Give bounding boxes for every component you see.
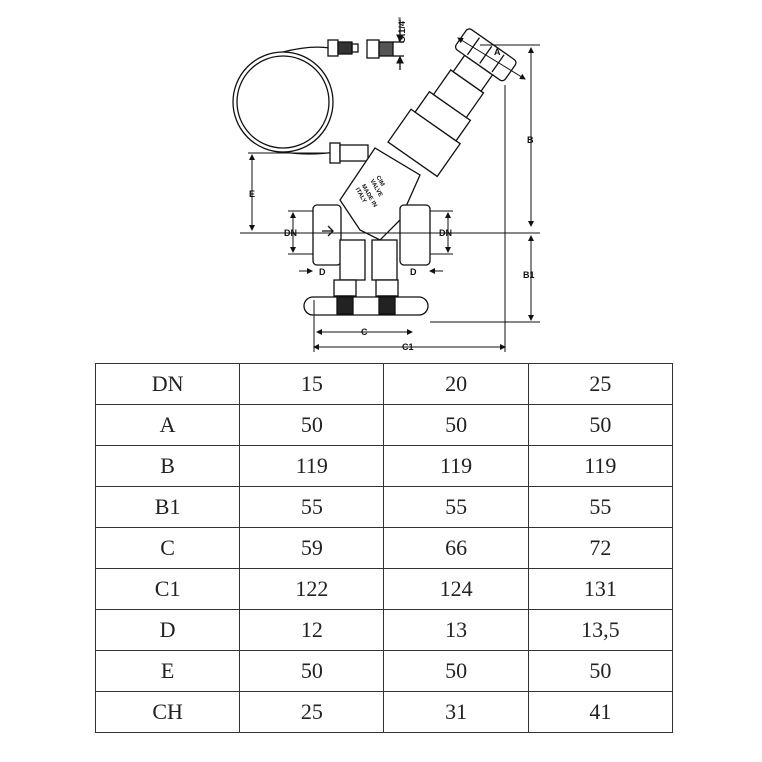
table-cell: 124 (383, 568, 529, 610)
row-label: C1 (94, 568, 241, 610)
table-cell: 13 (383, 609, 529, 651)
table-cell: 66 (383, 527, 529, 569)
table-cell: 119 (239, 445, 385, 487)
table-cell: 50 (239, 650, 385, 692)
row-label: E (94, 650, 241, 692)
table-cell: 50 (383, 650, 529, 692)
capillary-coil (232, 46, 336, 155)
sensor-port (329, 142, 369, 164)
row-label: D (94, 609, 241, 651)
dim-b-label: B (527, 135, 534, 145)
test-point-fittings (327, 20, 404, 70)
dim-dn-left-label: DN (284, 228, 297, 238)
dim-b1-label: B1 (523, 270, 535, 280)
table-cell: 131 (527, 568, 674, 610)
table-cell: 50 (383, 404, 529, 446)
table-cell: 15 (239, 363, 385, 405)
dimension-lines (240, 37, 540, 352)
dim-c1-label: C1 (402, 342, 414, 352)
table-cell: 72 (527, 527, 674, 569)
table-cell: 119 (527, 445, 674, 487)
table-cell: 12 (239, 609, 385, 651)
table-cell: 50 (527, 650, 674, 692)
table-cell: 41 (527, 691, 674, 733)
table-cell: 50 (527, 404, 674, 446)
table-cell: 13,5 (527, 609, 674, 651)
row-label: A (94, 404, 241, 446)
dim-d-left-label: D (319, 267, 326, 277)
table-cell: 55 (383, 486, 529, 528)
dim-a-label: A (494, 47, 501, 57)
valve-technical-drawing: G.1/4" A B B1 C C1 E DN DN D D CIM VALVE… (232, 17, 540, 352)
table-cell: 59 (239, 527, 385, 569)
thread-size-label: G.1/4" (397, 17, 407, 43)
dim-c-label: C (361, 327, 368, 337)
dim-d-right-label: D (410, 267, 417, 277)
row-label: DN (94, 363, 241, 405)
marking-brand: CIM (374, 175, 385, 188)
table-cell: 25 (239, 691, 385, 733)
dim-e-label: E (249, 189, 255, 199)
table-cell: 122 (239, 568, 385, 610)
row-label: B (94, 445, 241, 487)
table-cell: 50 (239, 404, 385, 446)
dim-dn-right-label: DN (439, 228, 452, 238)
valve-body (303, 147, 431, 316)
table-cell: 25 (527, 363, 674, 405)
table-cell: 55 (527, 486, 674, 528)
row-label: CH (94, 691, 241, 733)
row-label: C (94, 527, 241, 569)
table-cell: 55 (239, 486, 385, 528)
table-cell: 31 (383, 691, 529, 733)
row-label: B1 (94, 486, 241, 528)
table-cell: 119 (383, 445, 529, 487)
table-cell: 20 (383, 363, 529, 405)
